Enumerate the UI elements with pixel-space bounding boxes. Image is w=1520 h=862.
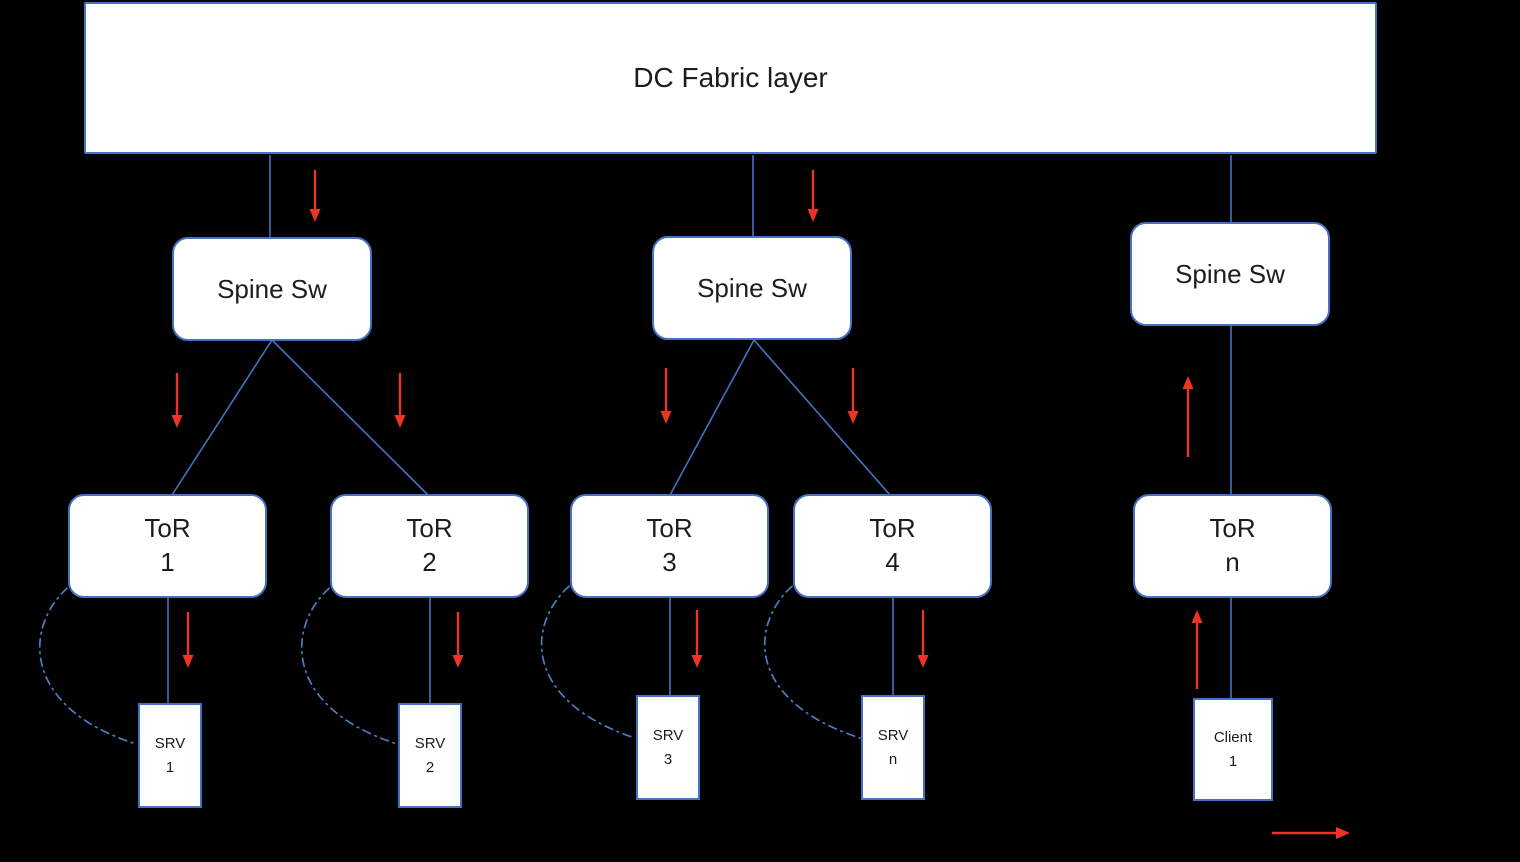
node-srv-3: SRV 3 [636,695,700,800]
down-arrow-tor1-srv1 [182,612,194,668]
node-tor-3: ToR 3 [570,494,769,598]
node-spine-sw-1: Spine Sw [172,237,372,341]
tor-label: ToR [869,513,916,544]
node-tor-1: ToR 1 [68,494,267,598]
down-arrow-tor4-srvn [917,610,929,668]
client-number: 1 [1228,752,1238,770]
tor-number: n [1225,547,1240,577]
up-arrow-torn-spine3 [1182,376,1194,457]
srv-number: 3 [663,750,673,768]
dc-fabric-label: DC Fabric layer [633,62,828,93]
tor-srv-loopback-curves [38,581,861,745]
node-spine-sw-2: Spine Sw [652,236,852,340]
loop-curve-tor4-srvn [763,581,861,739]
node-dc-fabric-layer: DC Fabric layer [84,2,1377,154]
node-client-1: Client 1 [1193,698,1273,801]
down-arrow-fabric-spine1 [309,170,321,222]
srv-label: SRV [652,727,684,745]
loop-curve-tor3-srv3 [540,581,636,739]
srv-number: 1 [165,758,175,776]
down-arrow-fabric-spine2 [807,170,819,222]
down-arrow-tor3-srv3 [691,610,703,668]
node-tor-4: ToR 4 [793,494,992,598]
srv-label: SRV [877,727,909,745]
tor-number: 2 [422,547,437,577]
node-srv-n: SRV n [861,695,925,800]
tor-label: ToR [144,513,191,544]
tor-number: 1 [160,547,175,577]
loop-curve-tor2-srv2 [300,583,398,745]
tor-label: ToR [1209,513,1256,544]
node-srv-1: SRV 1 [138,703,202,808]
fabric-links [167,155,1232,706]
tor-number: 4 [885,547,900,577]
down-arrow-spine1-tor1 [171,373,183,428]
link-spine1-tor2 [271,339,429,496]
node-tor-n: ToR n [1133,494,1332,598]
node-srv-2: SRV 2 [398,703,462,808]
spine-label: Spine Sw [217,273,327,304]
srv-label: SRV [154,735,186,753]
node-spine-sw-3: Spine Sw [1130,222,1330,326]
down-arrow-spine1-tor2 [394,373,406,428]
traffic-arrows [171,170,1350,839]
up-arrow-client1-torn [1191,610,1203,689]
right-arrow-bottom [1272,827,1350,839]
tor-label: ToR [406,513,453,544]
srv-number: n [888,750,898,768]
link-spine2-tor4 [753,339,891,496]
node-tor-2: ToR 2 [330,494,529,598]
link-spine1-tor1 [171,339,273,496]
client-label: Client [1213,729,1253,747]
srv-label: SRV [414,735,446,753]
srv-number: 2 [425,758,435,776]
down-arrow-tor2-srv2 [452,612,464,668]
spine-label: Spine Sw [1175,258,1285,289]
loop-curve-tor1-srv1 [38,583,137,745]
link-spine2-tor3 [669,339,755,496]
spine-label: Spine Sw [697,272,807,303]
tor-label: ToR [646,513,693,544]
down-arrow-spine2-tor4 [847,368,859,424]
down-arrow-spine2-tor3 [660,368,672,424]
tor-number: 3 [662,547,677,577]
